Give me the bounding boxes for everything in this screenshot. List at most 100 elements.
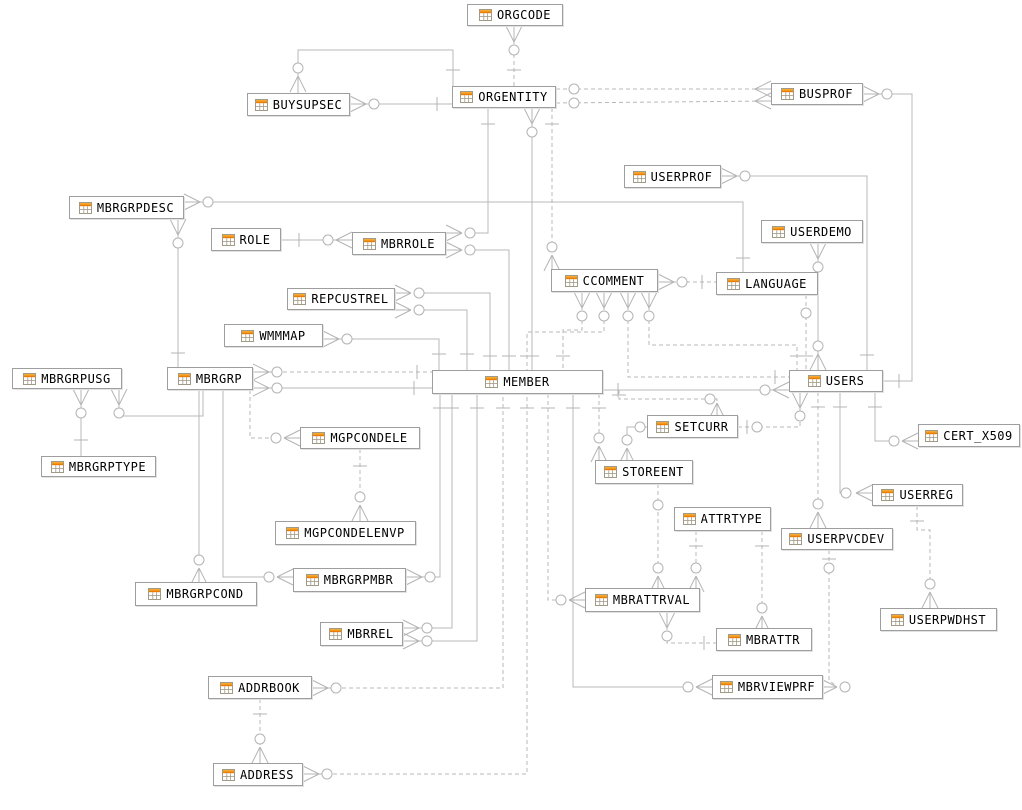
relationship-ccomment-member [526,292,605,370]
crow-foot-many-marker [190,567,208,585]
entity-wmmmap[interactable]: WMMMAP [224,324,323,347]
entity-userdemo[interactable]: USERDEMO [761,220,863,243]
entity-mbrgrpmbr[interactable]: MBRGRPMBR [293,568,406,592]
table-icon [23,372,37,385]
table-icon [329,628,343,640]
crow-foot-many-marker [322,330,340,348]
table-icon [221,768,235,781]
entity-userreg[interactable]: USERREG [872,484,963,506]
optionality-circle [193,554,205,566]
optionality-circle [676,276,688,288]
crow-foot-many-marker [302,765,320,783]
table-icon [50,460,64,473]
entity-mbrgrpusg[interactable]: MBRGRPUSG [12,368,122,389]
optionality-circle [421,635,433,647]
crow-foot-many-marker [809,511,827,529]
entity-setcurr[interactable]: SETCURR [647,415,738,438]
entity-mgpcondelenvp[interactable]: MGPCONDELENVP [275,521,416,545]
crow-foot-many-marker [809,353,827,371]
optionality-circle [413,287,425,299]
entity-buysupsec[interactable]: BUYSUPSEC [247,93,350,116]
entity-address[interactable]: ADDRESS [213,763,303,786]
crow-foot-many-marker [289,75,307,93]
table-icon [312,432,326,444]
entity-label: BUSPROF [798,87,854,101]
optionality-circle [621,434,633,446]
relationship-wmmmap-member [339,338,440,370]
entity-busprof[interactable]: BUSPROF [771,83,863,105]
crow-foot-many-marker [772,381,790,399]
optionality-circle [888,435,900,447]
entity-orgcode[interactable]: ORGCODE [467,4,563,26]
table-icon [78,201,92,214]
entity-mbrgrpdesc[interactable]: MBRGRPDESC [69,196,184,219]
entity-mbrattr[interactable]: MBRATTR [716,628,812,651]
table-icon [241,329,255,342]
entity-mbrattrval[interactable]: MBRATTRVAL [585,588,700,612]
entity-attrtype[interactable]: ATTRTYPE [674,507,771,531]
entity-userpvcdev[interactable]: USERPVCDEV [781,528,893,550]
table-icon [719,681,733,693]
optionality-circle [751,421,763,433]
entity-role[interactable]: ROLE [211,228,281,251]
table-icon [286,527,300,539]
entity-userpwdhst[interactable]: USERPWDHST [880,608,997,631]
crow-foot-many-marker [183,193,201,211]
table-icon [254,98,268,111]
entity-mbrrel[interactable]: MBRREL [320,622,403,646]
crow-foot-many-marker [543,254,561,272]
entity-mbrgrpcond[interactable]: MBRGRPCOND [135,582,257,606]
relationship-userprof-users [721,175,868,370]
entity-ccomment[interactable]: CCOMMENT [551,269,658,292]
table-icon [177,372,191,385]
crow-foot-many-marker [505,25,523,43]
relationship-mbrattrval-mbrattr [666,612,716,644]
entity-member[interactable]: MEMBER [432,370,603,394]
entity-label: MBRROLE [380,236,436,251]
entity-label: MGPCONDELENVP [304,526,405,540]
table-icon [460,91,474,103]
entity-mbrgrptype[interactable]: MBRGRPTYPE [41,456,156,477]
relationship-member-mbrviewprf [572,394,688,688]
entity-cert_x509[interactable]: CERT_X509 [918,424,1020,447]
optionality-circle [682,681,694,693]
crow-foot-many-marker [619,291,637,309]
optionality-circle [839,681,851,693]
table-icon [656,420,670,433]
table-icon [305,574,319,586]
optionality-circle [263,571,275,583]
entity-label: MBRATTR [745,632,801,647]
entity-mbrgrp[interactable]: MBRGRP [167,367,253,390]
entity-language[interactable]: LANGUAGE [716,272,818,295]
crow-foot-many-marker [720,167,738,185]
entity-orgentity[interactable]: ORGENTITY [452,86,556,108]
table-icon [925,429,939,442]
entity-mbrrole[interactable]: MBRROLE [352,232,446,255]
crow-foot-many-marker [568,591,586,609]
crow-foot-many-marker [335,231,353,249]
optionality-circle [652,499,664,511]
crow-foot-many-marker [351,504,369,522]
entity-label: STOREENT [622,465,684,479]
crow-foot-many-marker [349,95,367,113]
relationship-ccomment-member [562,292,583,370]
crow-foot-many-marker [252,363,270,381]
entity-addrbook[interactable]: ADDRBOOK [208,676,312,699]
entity-mbrviewprf[interactable]: MBRVIEWPRF [712,675,823,699]
entity-label: ORGENTITY [478,90,548,104]
entity-storeent[interactable]: STOREENT [595,460,693,484]
entity-repcustrel[interactable]: REPCUSTREL [287,288,395,310]
optionality-circle [812,261,824,273]
entity-users[interactable]: USERS [789,370,883,392]
entity-label: MBRATTRVAL [612,593,691,607]
optionality-circle [421,622,433,634]
optionality-circle [652,562,664,574]
entity-label: USERS [825,374,865,388]
crow-foot-many-marker [402,632,420,650]
crow-foot-many-marker [405,568,423,586]
entity-label: USERDEMO [790,224,852,239]
entity-userprof[interactable]: USERPROF [624,165,721,188]
entity-mgpcondele[interactable]: MGPCONDELE [300,427,420,449]
relationship-mbrgrpdesc-language [184,201,744,272]
relationship-mbrgrp-mbrgrpmbr [222,390,269,578]
